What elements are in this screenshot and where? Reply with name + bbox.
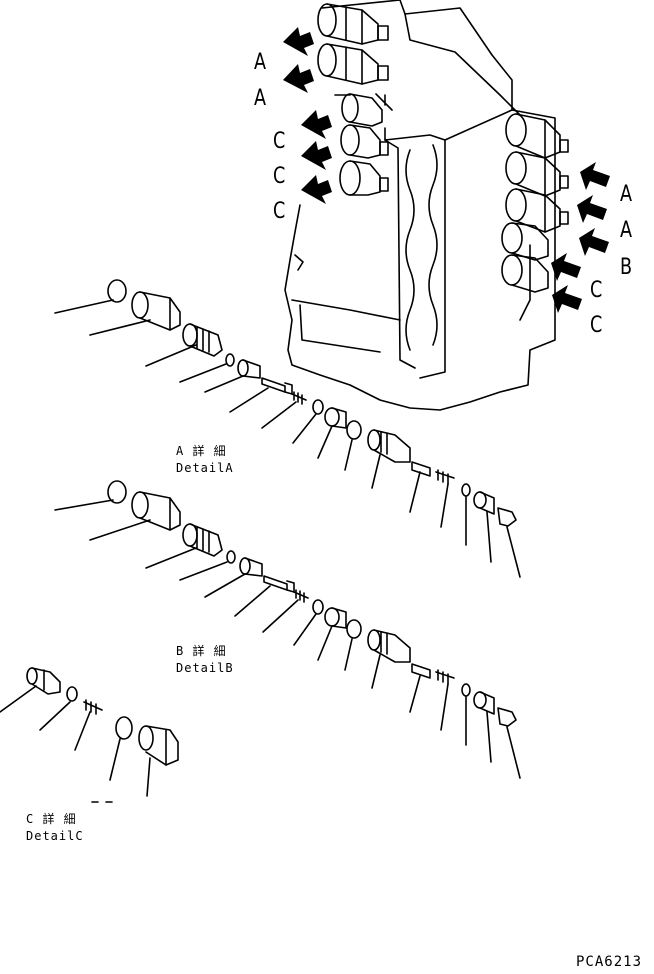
detail-a-caption-en: DetailA bbox=[176, 461, 234, 475]
detail-a-parts bbox=[54, 279, 521, 578]
detail-c-parts bbox=[0, 667, 179, 803]
detail-a-caption-jp: A 詳 細 bbox=[176, 444, 227, 458]
callout-label-right-1: A bbox=[620, 182, 633, 207]
detail-b-caption-jp: B 詳 細 bbox=[176, 644, 227, 658]
detail-b-parts bbox=[54, 480, 521, 779]
drawing-code: PCA6213 bbox=[576, 954, 643, 970]
callout-label-left-3: C bbox=[273, 129, 286, 154]
callout-label-left-5: C bbox=[273, 199, 286, 224]
callout-arrows-right bbox=[551, 162, 610, 313]
callout-label-right-3: B bbox=[620, 255, 633, 280]
callout-label-left-2: A bbox=[254, 86, 267, 111]
control-valve-body bbox=[284, 0, 556, 411]
callout-arrows-left bbox=[283, 27, 332, 204]
callout-label-right-2: A bbox=[620, 218, 633, 243]
callout-label-right-5: C bbox=[590, 313, 603, 338]
detail-c-caption-en: DetailC bbox=[26, 829, 84, 843]
callout-label-left-4: C bbox=[273, 164, 286, 189]
valve-cartridges-right bbox=[501, 113, 569, 293]
detail-b-caption-en: DetailB bbox=[176, 661, 234, 675]
callout-label-left-1: A bbox=[254, 50, 267, 75]
callout-label-right-4: C bbox=[590, 278, 603, 303]
detail-c-caption-jp: C 詳 細 bbox=[26, 812, 77, 826]
valve-cartridges-left bbox=[317, 3, 393, 196]
